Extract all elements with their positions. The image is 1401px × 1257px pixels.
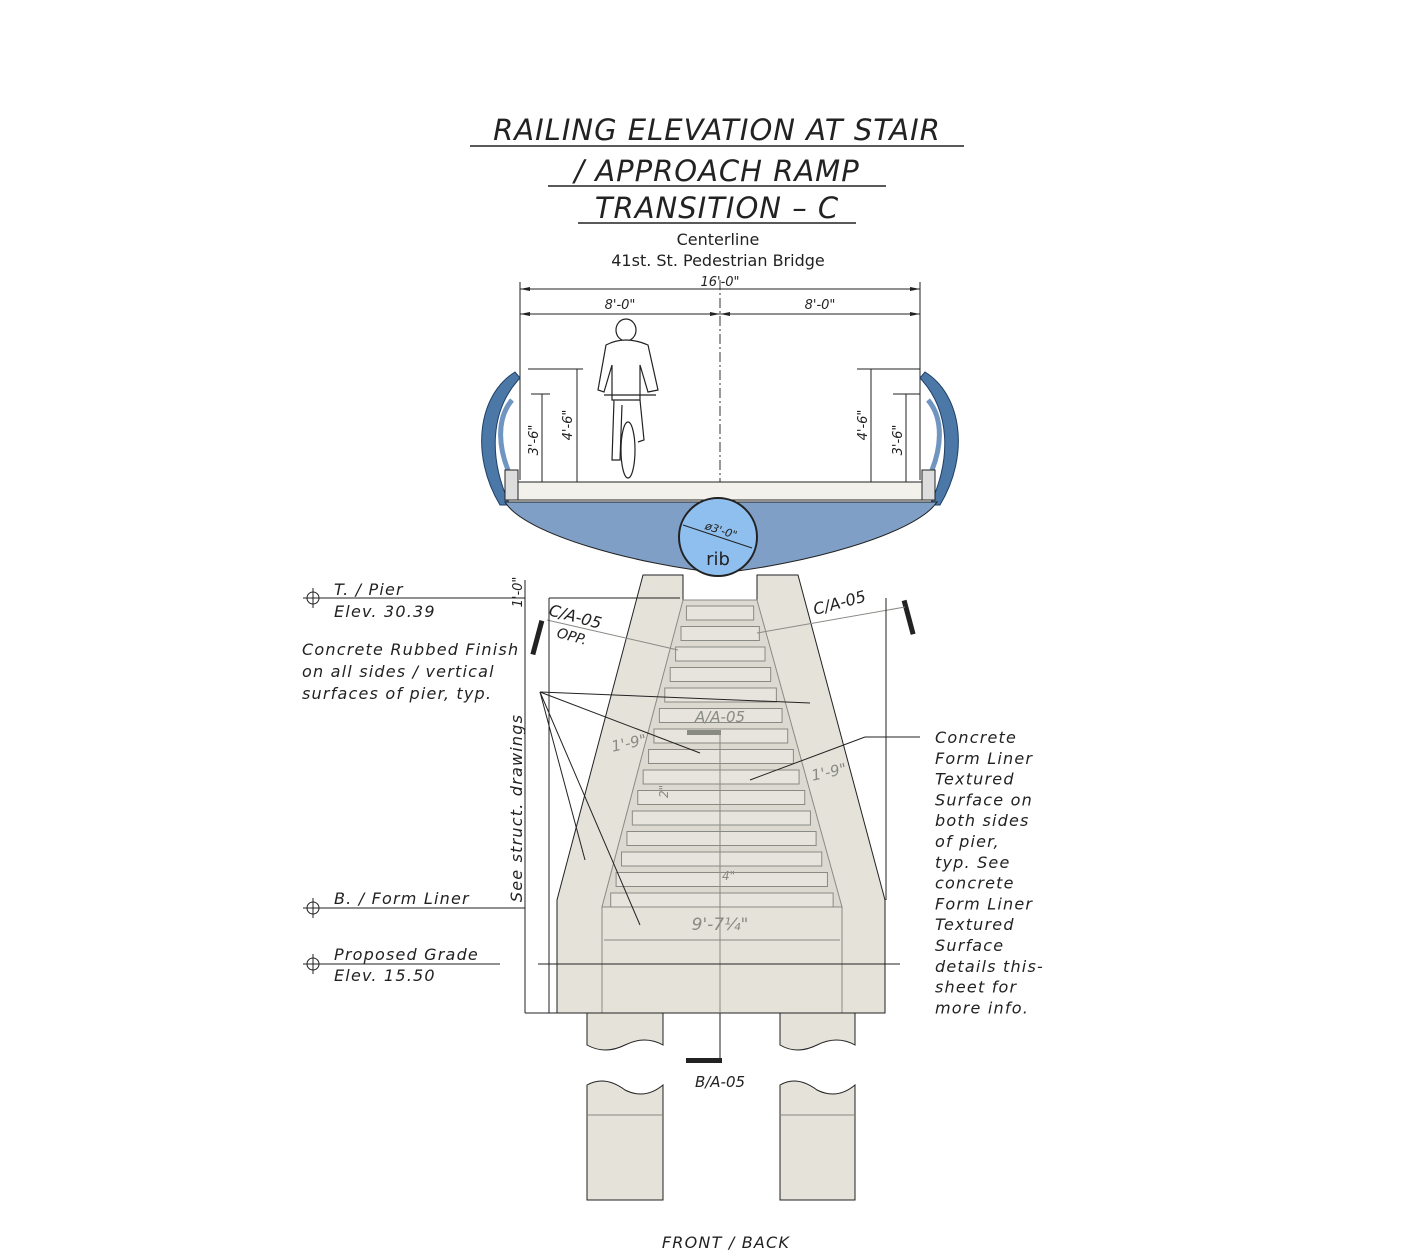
form-liner-rib [637, 790, 806, 805]
form-liner-note-line: details this- [935, 957, 1044, 976]
svg-text:Concrete Rubbed Finish: Concrete Rubbed Finish [302, 640, 519, 659]
railing-left [481, 371, 521, 506]
form-liner-note-line: Textured [935, 770, 1015, 789]
drawing-title: RAILING ELEVATION AT STAIR / APPROACH RA… [470, 113, 964, 225]
curb-right [921, 469, 936, 501]
form-liner-rib [615, 872, 828, 887]
dim-rail-low-left: 3'-6" [527, 425, 542, 456]
section-b-mark: B/A-05 [695, 1073, 745, 1091]
form-liner-rib [610, 892, 834, 908]
title-line-1: RAILING ELEVATION AT STAIR [493, 113, 941, 147]
form-liner-note-line: Surface [935, 936, 1004, 955]
section-c-cut-right [901, 599, 916, 635]
section-c-left-mark: C/A-05 [547, 601, 604, 633]
svg-text:on all sides / vertical: on all sides / vertical [302, 662, 495, 681]
piles [586, 1012, 856, 1201]
svg-text:surfaces of pier, typ.: surfaces of pier, typ. [302, 684, 492, 703]
form-liner-rib [621, 851, 823, 867]
form-liner-rib [626, 831, 817, 846]
section-c-right-mark: C/A-05 [811, 587, 868, 619]
grade-label: Proposed Grade [334, 945, 479, 964]
form-liner-rib [664, 687, 777, 703]
dim-liner-width: 9'-7¼" [692, 915, 749, 935]
rib-circle: ø3'-0" rib [678, 497, 758, 577]
elevation-marks [303, 580, 900, 1014]
dim-rail-low-right: 3'-6" [891, 425, 906, 456]
dim-rail-high-right: 4'-6" [856, 410, 871, 441]
dim-rib-depth: 4" [722, 869, 735, 883]
form-liner-note-line: of pier, [935, 832, 1000, 851]
form-liner-rib [658, 708, 783, 723]
section-c-cut-left [530, 620, 545, 656]
grade-elev: Elev. 15.50 [334, 966, 436, 985]
view-label: FRONT / BACK [662, 1233, 791, 1252]
top-pier-label: T. / Pier [334, 580, 404, 599]
title-line-2: / APPROACH RAMP [571, 154, 859, 188]
cyclist-figure [597, 318, 659, 479]
form-liner-note-line: Surface on [935, 790, 1033, 809]
form-liner-rib [680, 626, 760, 641]
form-liner-rib [631, 810, 811, 826]
section-b-cut [686, 1058, 722, 1063]
bridge-name-label: 41st. St. Pedestrian Bridge [611, 251, 824, 270]
dim-half-left: 8'-0" [605, 298, 636, 313]
rail-height-dimensions: 4'-6" 3'-6" 4'-6" 3'-6" [527, 368, 920, 482]
form-liner-note-line: Form Liner [935, 749, 1033, 768]
centerline-label: Centerline [677, 230, 760, 249]
form-liner-note-line: typ. See [935, 853, 1011, 872]
form-liner-note-line: both sides [935, 811, 1030, 830]
dim-rail-high-left: 4'-6" [561, 410, 576, 441]
rib-label: rib [706, 549, 730, 570]
form-liner-note-line: more info. [935, 998, 1029, 1017]
form-liner-rib [685, 605, 755, 621]
dim-rib-spacing: 2" [657, 785, 671, 798]
form-liner-rib [669, 667, 772, 682]
rubbed-finish-note: Concrete Rubbed Finish on all sides / ve… [302, 640, 811, 926]
form-liner-note-line: sheet for [935, 978, 1018, 997]
section-a-mark: A/A-05 [694, 708, 745, 726]
dim-pier-cap: 1'-0" [511, 577, 526, 608]
form-liner-rib [675, 646, 766, 662]
struct-drawings-note: See struct. drawings [507, 714, 526, 902]
dim-overall-width: 16'-0" [700, 275, 739, 290]
section-c-left-note: OPP. [555, 625, 589, 648]
form-liner-rib [648, 749, 794, 764]
form-liner-note-line: Textured [935, 915, 1015, 934]
title-line-3: TRANSITION – C [595, 191, 839, 225]
form-liner-note-line: Form Liner [935, 894, 1033, 913]
form-liner-note-line: concrete [935, 874, 1015, 893]
curb-left [504, 469, 519, 501]
form-liner-ribs [610, 605, 834, 908]
form-liner-note-line: Concrete [935, 728, 1017, 747]
top-pier-elev: Elev. 30.39 [334, 602, 436, 621]
form-liner-rib [642, 769, 800, 785]
dim-half-right: 8'-0" [805, 298, 836, 313]
pier [556, 574, 886, 1014]
form-liner-bottom-label: B. / Form Liner [334, 889, 470, 908]
width-dimensions: 16'-0" 8'-0" 8'-0" [519, 275, 921, 480]
